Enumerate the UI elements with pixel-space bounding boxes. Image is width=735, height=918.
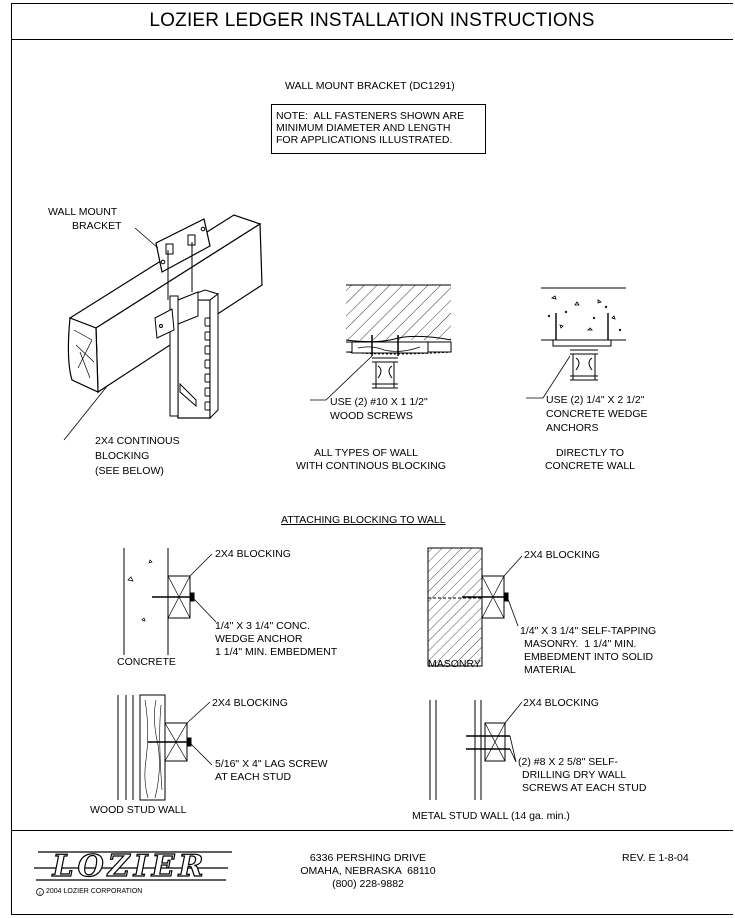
metal-caption: METAL STUD WALL (14 ga. min.) [412, 810, 570, 822]
copyright-icon [36, 888, 44, 896]
footer-divider [11, 830, 733, 831]
address-line-2: OMAHA, NEBRASKA 68110 [300, 865, 436, 877]
concrete-fastener-2: WEDGE ANCHOR [215, 633, 303, 645]
blocking-label-3: (SEE BELOW) [95, 465, 164, 477]
wood-caption-2: WITH CONTINOUS BLOCKING [296, 460, 446, 472]
masonry-caption: MASONRY [428, 658, 481, 670]
bracket-label-2: BRACKET [72, 220, 122, 232]
anchor-label-3: ANCHORS [546, 422, 599, 434]
concrete-blocking-label: 2X4 BLOCKING [215, 548, 291, 560]
masonry-blocking-label: 2X4 BLOCKING [524, 549, 600, 561]
metal-fastener-2: DRILLING DRY WALL [522, 769, 627, 781]
wood-stud-blocking-detail [117, 694, 213, 801]
concrete-blocking-detail [123, 548, 217, 655]
wood-caption: WOOD STUD WALL [90, 804, 187, 816]
bracket-label-1: WALL MOUNT [48, 206, 118, 218]
wood-fastener-1: 5/16" X 4" LAG SCREW [215, 758, 328, 770]
masonry-fastener-3: EMBEDMENT INTO SOLID [524, 651, 654, 663]
concrete-fastener-3: 1 1/4" MIN. EMBEDMENT [215, 646, 338, 658]
masonry-fastener-4: MATERIAL [524, 664, 576, 676]
metal-stud-blocking-detail [429, 700, 523, 800]
concrete-caption-2: CONCRETE WALL [544, 460, 636, 472]
blocking-label-2: BLOCKING [95, 450, 150, 462]
metal-fastener-3: SCREWS AT EACH STUD [522, 782, 647, 794]
masonry-blocking-detail [427, 547, 523, 667]
concrete-wall-section [526, 287, 626, 399]
svg-text:c: c [39, 891, 42, 897]
revision-label: REV. E 1-8-04 [622, 852, 689, 864]
isometric-assembly [63, 214, 263, 441]
concrete-fastener-1: 1/4" X 3 1/4" CONC. [215, 620, 310, 632]
wood-blocking-label: 2X4 BLOCKING [212, 697, 288, 709]
note-box [271, 104, 486, 154]
note-line-1: NOTE: ALL FASTENERS SHOWN ARE [276, 110, 465, 122]
drawing-frame [11, 3, 733, 915]
wood-caption-1: ALL TYPES OF WALL [313, 447, 419, 459]
anchor-label-1: USE (2) 1/4" X 2 1/2" [546, 394, 645, 406]
blocking-heading: ATTACHING BLOCKING TO WALL [281, 514, 446, 526]
concrete-caption: CONCRETE [117, 656, 176, 668]
page-title: LOZIER LEDGER INSTALLATION INSTRUCTIONS [11, 3, 733, 40]
address-line-3: (800) 228-9882 [332, 878, 404, 890]
masonry-fastener-1: 1/4" X 3 1/4" SELF-TAPPING [520, 625, 657, 637]
copyright-text: 2004 LOZIER CORPORATION [46, 888, 143, 895]
logo-wordmark: LOZIER [52, 849, 208, 884]
masonry-fastener-2: MASONRY. 1 1/4" MIN. [524, 638, 637, 650]
wood-screw-label-1: USE (2) #10 X 1 1/2" [330, 396, 428, 408]
metal-fastener-1: (2) #8 X 2 5/8" SELF- [518, 756, 619, 768]
anchor-label-2: CONCRETE WEDGE [546, 408, 648, 420]
concrete-caption-1: DIRECTLY TO [555, 447, 625, 459]
note-line-2: MINIMUM DIAMETER AND LENGTH [276, 122, 451, 134]
wood-fastener-2: AT EACH STUD [215, 771, 292, 783]
note-line-3: FOR APPLICATIONS ILLUSTRATED. [276, 134, 453, 146]
bracket-heading: WALL MOUNT BRACKET (DC1291) [285, 80, 455, 92]
wood-screw-label-2: WOOD SCREWS [330, 410, 413, 422]
address-line-1: 6336 PERSHING DRIVE [309, 852, 427, 864]
metal-blocking-label: 2X4 BLOCKING [523, 697, 599, 709]
wood-wall-section [310, 284, 452, 401]
lozier-logo [34, 851, 232, 881]
blocking-label-1: 2X4 CONTINOUS [95, 435, 180, 447]
